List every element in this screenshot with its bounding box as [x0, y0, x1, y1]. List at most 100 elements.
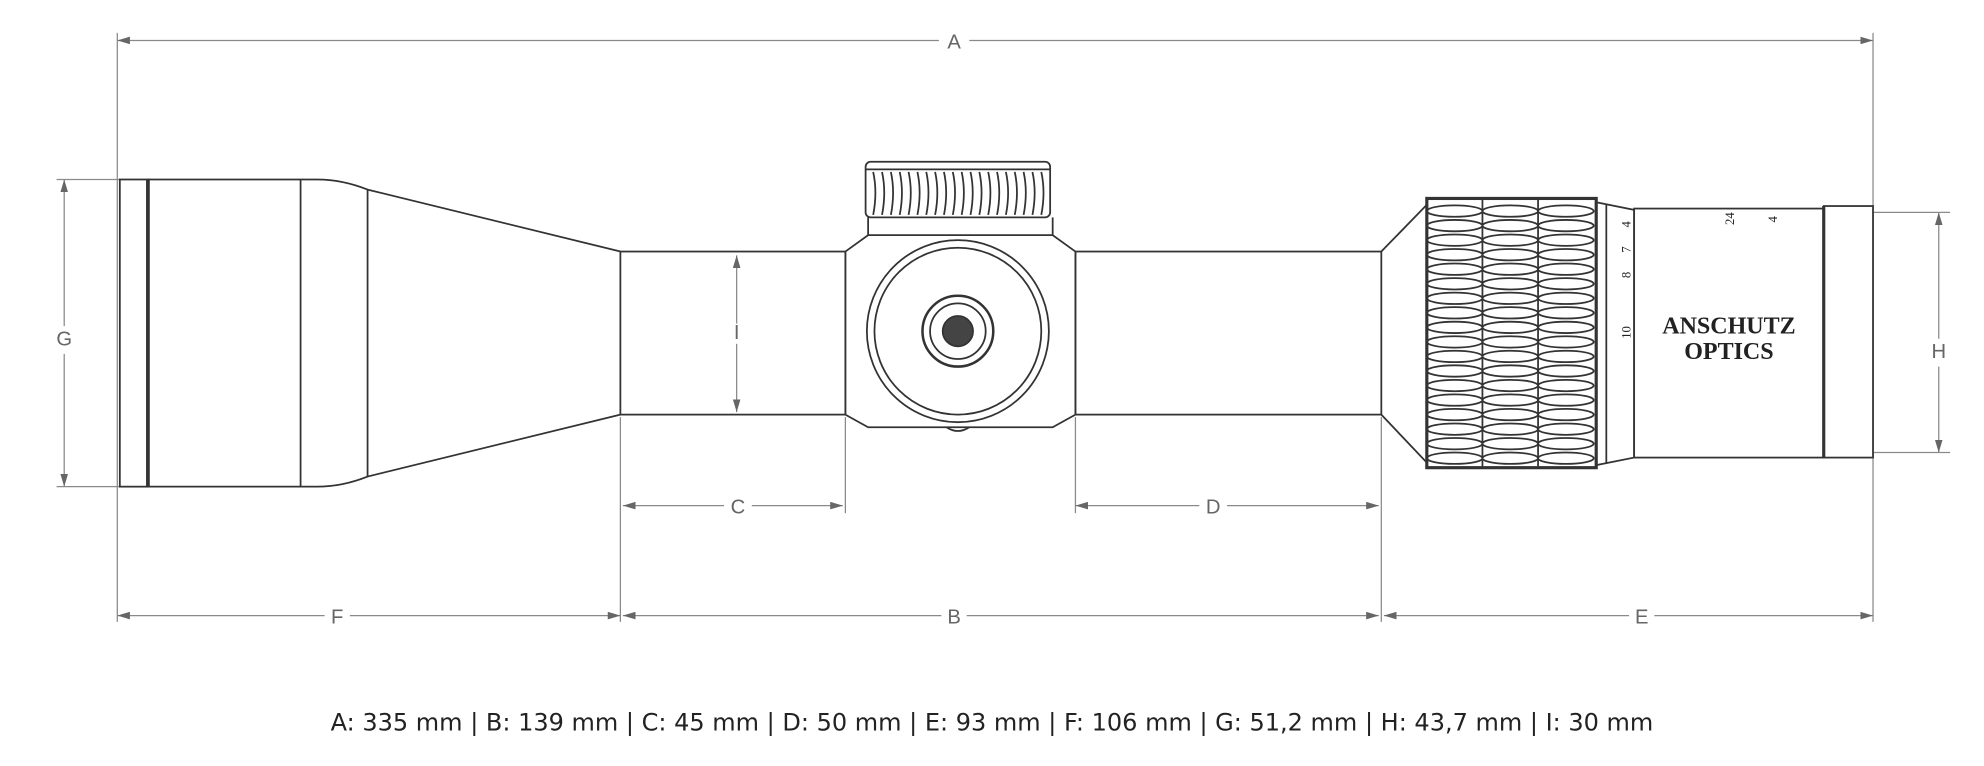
dimension-label-d: D	[1206, 496, 1221, 518]
knurl-groove	[1425, 219, 1484, 233]
knurl-groove	[1481, 233, 1539, 247]
knurl-groove	[1481, 422, 1539, 436]
svg-text:4: 4	[1766, 215, 1780, 222]
dimension-f: F	[117, 606, 621, 628]
extension-lines	[56, 32, 1951, 622]
knurl-groove	[1425, 248, 1484, 262]
dimension-label-i: I	[734, 322, 740, 344]
knurl-groove	[1537, 451, 1595, 465]
knurl-groove	[1481, 306, 1539, 320]
main-tube-rear	[1074, 250, 1383, 416]
dimension-label-h: H	[1931, 341, 1946, 363]
knurl-groove	[1425, 437, 1484, 451]
dimension-label-f: F	[331, 606, 343, 628]
knurl-groove	[1537, 437, 1595, 451]
knurl-groove	[1537, 248, 1595, 262]
elevation-turret-knob[interactable]	[864, 160, 1052, 219]
dimension-d: D	[1075, 496, 1379, 518]
knurl-groove	[1425, 277, 1484, 291]
knob-rib	[1013, 171, 1018, 216]
knurl-groove	[1425, 335, 1484, 349]
knurl-groove	[1425, 422, 1484, 436]
knurl-groove	[1425, 451, 1484, 465]
knob-rib	[898, 171, 903, 216]
dimension-label-c: C	[731, 496, 746, 518]
svg-text:7: 7	[1619, 246, 1633, 252]
knurl-groove	[1481, 451, 1539, 465]
knob-rib	[925, 171, 930, 216]
knurl-groove	[1425, 204, 1484, 218]
knurl-groove	[1537, 320, 1595, 334]
knurl-groove	[1481, 291, 1539, 305]
knurl-groove	[1425, 393, 1484, 407]
dimension-a: A	[117, 31, 1874, 53]
knurl-groove	[1481, 204, 1539, 218]
magnification-marks: 10 8 7 4 24 4	[1619, 212, 1780, 339]
knurl-groove	[1425, 364, 1484, 378]
knurl-groove	[1425, 262, 1484, 276]
knurl-groove	[1537, 422, 1595, 436]
knob-rib	[943, 171, 948, 216]
knob-rib	[934, 171, 939, 216]
brand-logo: ANSCHUTZ OPTICS	[1662, 314, 1795, 365]
knob-rib	[881, 171, 886, 216]
knurl-groove	[1425, 233, 1484, 247]
knurl-groove	[1481, 277, 1539, 291]
knurl-groove	[1537, 335, 1595, 349]
svg-text:24: 24	[1723, 212, 1737, 225]
knurl-groove	[1537, 262, 1595, 276]
knob-rib	[960, 171, 965, 216]
objective-bell	[118, 178, 621, 488]
knob-rib	[1005, 171, 1010, 216]
knob-rib	[916, 171, 921, 216]
knurl-groove	[1537, 306, 1595, 320]
knob-rib	[907, 171, 912, 216]
knurl-groove	[1537, 277, 1595, 291]
dimension-g: G	[56, 179, 72, 487]
knob-rib	[951, 171, 956, 216]
knurl-groove	[1537, 233, 1595, 247]
parallax-turret[interactable]	[865, 239, 1050, 432]
svg-text:4: 4	[1619, 221, 1633, 228]
knob-rib	[890, 171, 894, 216]
knob-rib	[987, 171, 992, 216]
knob-rib	[1022, 171, 1027, 216]
knurl-groove	[1537, 349, 1595, 364]
dimension-h: H	[1931, 212, 1946, 453]
dimension-e: E	[1383, 606, 1874, 628]
knurl-groove	[1481, 349, 1539, 364]
dimensions-caption: A: 335 mm | B: 139 mm | C: 45 mm | D: 50…	[331, 709, 1654, 737]
knurl-groove	[1425, 408, 1484, 422]
dimension-c: C	[622, 496, 843, 518]
knurl-groove	[1537, 219, 1595, 233]
knurl-groove	[1481, 364, 1539, 378]
dimension-i: I	[732, 255, 741, 413]
knurl-groove	[1481, 320, 1539, 334]
knurl-groove	[1425, 320, 1484, 334]
knurl-groove	[1481, 437, 1539, 451]
eyepiece	[1380, 196, 1874, 470]
knurl-groove	[1537, 291, 1595, 305]
svg-text:8: 8	[1619, 272, 1633, 278]
knurl-groove	[1425, 306, 1484, 320]
knob-rib	[872, 171, 877, 216]
knurl-groove	[1537, 364, 1595, 378]
knurl-groove	[1481, 335, 1539, 349]
knurl-groove	[1425, 378, 1484, 393]
knurl-groove	[1537, 393, 1595, 407]
knurl-groove	[1537, 408, 1595, 422]
knurl-groove	[1481, 262, 1539, 276]
knurl-groove	[1537, 204, 1595, 218]
svg-text:10: 10	[1619, 326, 1633, 339]
knurl-groove	[1481, 378, 1539, 393]
dimension-label-b: B	[947, 606, 961, 628]
dimension-label-g: G	[56, 328, 72, 350]
svg-text:OPTICS: OPTICS	[1684, 339, 1773, 365]
dimension-b: B	[622, 606, 1379, 628]
knob-rib	[978, 171, 983, 216]
knob-rib	[969, 171, 974, 216]
knob-rib	[1040, 171, 1045, 216]
dimension-label-a: A	[947, 31, 961, 53]
dimension-label-e: E	[1635, 606, 1649, 628]
